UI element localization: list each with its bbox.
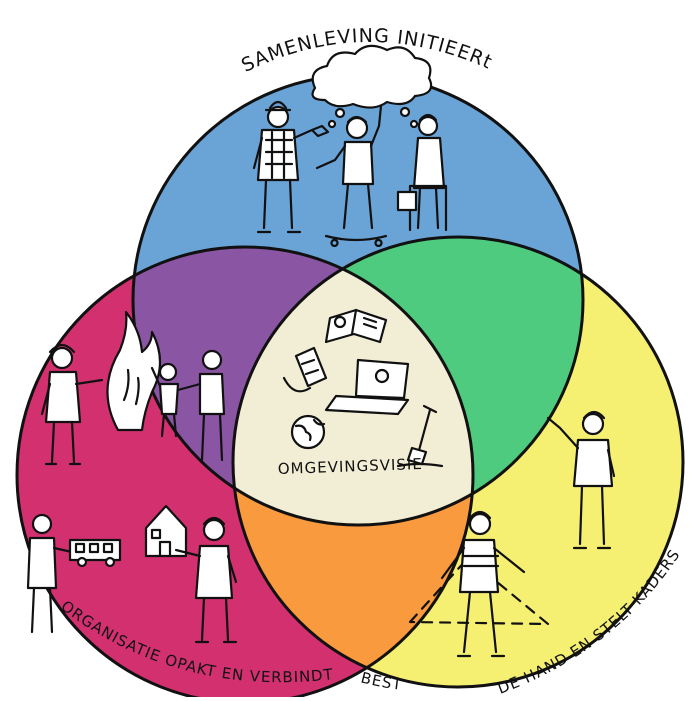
- right-circle-outline: [231, 235, 685, 689]
- firefighter-figure: [40, 343, 104, 466]
- left-circle-outline: [15, 245, 475, 701]
- phone-icon: [282, 346, 328, 393]
- fire-icon: [106, 310, 162, 432]
- overlap-center: [233, 247, 473, 525]
- citizen-figure-1: [252, 100, 330, 234]
- globe-icon: [290, 414, 326, 450]
- official-figure-1: [546, 410, 616, 550]
- people-hugging-figure: [150, 349, 226, 462]
- book-icon: [324, 308, 388, 344]
- citizen-figure-3: [396, 113, 448, 232]
- label-center: OMGEVINGSVISIE: [278, 455, 424, 478]
- bus-driver-figure: [26, 513, 74, 634]
- cloud-icon: [311, 44, 433, 129]
- citizen-figure-2: [315, 104, 388, 247]
- worker-figure: [174, 516, 238, 644]
- house-icon: [144, 504, 188, 558]
- laptop-icon: [324, 358, 410, 416]
- shovel-icon: [396, 404, 444, 468]
- official-figure-2: [408, 510, 550, 658]
- bus-icon: [68, 538, 122, 568]
